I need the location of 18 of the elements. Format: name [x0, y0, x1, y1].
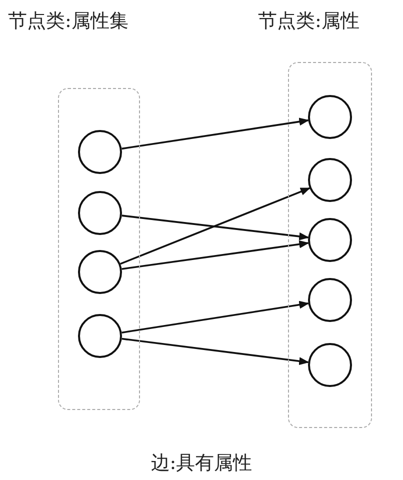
circle-node — [78, 250, 122, 294]
circle-node — [308, 278, 352, 322]
caption: 边:具有属性 — [150, 452, 252, 474]
circle-node — [78, 130, 122, 174]
group-heading: 节点类:属性 — [258, 9, 360, 34]
circle-node — [308, 343, 352, 387]
arrow — [122, 338, 310, 366]
group-heading: 节点类:属性集 — [8, 9, 128, 34]
arrow — [122, 214, 310, 240]
arrow — [122, 118, 310, 150]
circle-node — [308, 158, 352, 202]
circle-node — [78, 191, 122, 235]
circle-node — [78, 314, 122, 358]
arrow — [122, 300, 310, 334]
circle-node — [308, 218, 352, 262]
arrow — [120, 187, 310, 265]
circle-node — [308, 95, 352, 139]
arrow — [122, 240, 310, 270]
